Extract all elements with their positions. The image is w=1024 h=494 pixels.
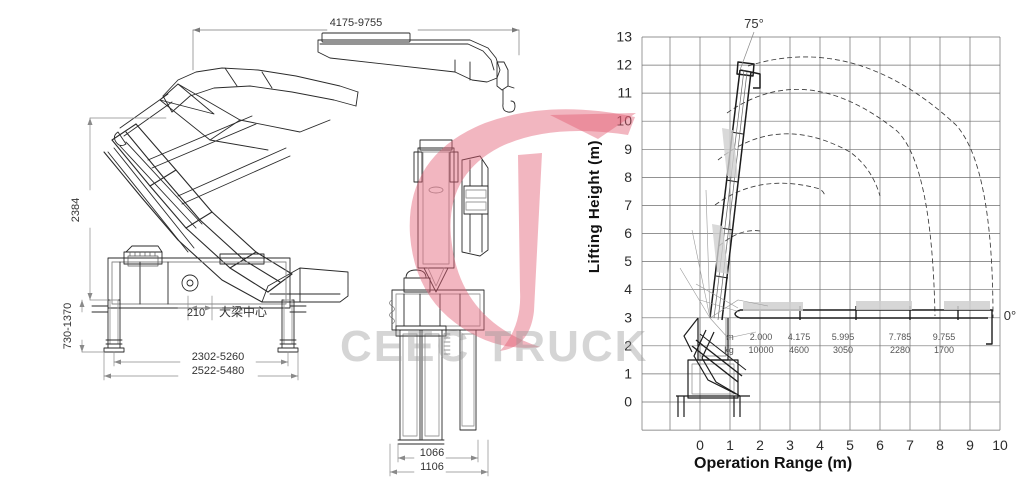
table-load-4: 1700 — [934, 345, 954, 355]
dim-outrigger-inner — [113, 351, 289, 367]
svg-text:12: 12 — [616, 57, 632, 73]
table-unit-kg: kg — [724, 345, 734, 355]
slew-gearbox-detail — [127, 251, 159, 267]
svg-text:6: 6 — [624, 225, 632, 241]
crane-base-assembly — [676, 317, 750, 417]
outrigger-legs — [103, 299, 299, 353]
dim-label-front-inner: 1066 — [420, 447, 444, 459]
hook-assembly — [496, 61, 516, 113]
svg-text:6: 6 — [876, 437, 884, 453]
svg-text:7: 7 — [624, 197, 632, 213]
svg-text:5: 5 — [846, 437, 854, 453]
curve-radius-5995 — [717, 133, 881, 197]
svg-text:8: 8 — [624, 169, 632, 185]
dim-label-center-note: 大梁中心 — [219, 304, 267, 319]
svg-text:2: 2 — [756, 437, 764, 453]
curve-radius-7785 — [726, 89, 936, 317]
svg-text:3: 3 — [786, 437, 794, 453]
table-radius-2: 5.995 — [832, 332, 855, 342]
svg-text:10: 10 — [616, 113, 632, 129]
dim-label-front-outer: 1106 — [420, 461, 444, 473]
table-radius-1: 4.175 — [788, 332, 811, 342]
svg-text:10: 10 — [992, 437, 1008, 453]
boom-at-75-degrees — [709, 61, 761, 321]
chart-y-ticks: 0 1 2 3 4 5 6 7 8 9 10 11 12 13 — [616, 29, 632, 410]
table-radius-3: 7.785 — [889, 332, 912, 342]
main-boom-body — [261, 267, 349, 303]
svg-text:5: 5 — [624, 253, 632, 269]
dim-label-outrigger-inner: 2302-5260 — [192, 351, 245, 363]
dim-label-outrigger-outer: 2522-5480 — [192, 365, 245, 377]
dim-front-outer — [389, 439, 489, 477]
svg-text:4: 4 — [624, 281, 632, 297]
chart-x-axis-title: Operation Range (m) — [694, 455, 853, 472]
dim-label-boom-reach: 4175-9755 — [330, 17, 383, 29]
outrigger-beams — [91, 305, 307, 313]
construction-lines — [679, 189, 769, 339]
chart-capacity-curves — [714, 56, 994, 319]
leader-line-75-degrees — [739, 31, 755, 71]
table-unit-m: m — [726, 332, 734, 342]
dim-outrigger-outer — [103, 351, 299, 381]
annotation-75-degrees: 75° — [744, 16, 764, 31]
svg-text:4: 4 — [816, 437, 824, 453]
boom-0-shaded-sections — [743, 301, 990, 311]
linkage-triangle — [159, 83, 331, 151]
boom-75-shaded-sections — [712, 128, 738, 274]
table-load-3: 2280 — [890, 345, 910, 355]
svg-text:2: 2 — [624, 337, 632, 353]
dim-label-center-offset: 210 — [187, 307, 205, 319]
dim-center-offset — [177, 295, 223, 321]
svg-text:13: 13 — [616, 29, 632, 45]
svg-text:11: 11 — [617, 85, 632, 101]
front-view-base — [389, 269, 485, 331]
folded-boom-stack — [103, 123, 293, 303]
svg-text:9: 9 — [966, 437, 974, 453]
svg-text:0: 0 — [696, 437, 704, 453]
table-radius-4: 9.755 — [933, 332, 956, 342]
svg-text:9: 9 — [624, 141, 632, 157]
annotation-0-degrees: 0° — [1004, 308, 1016, 323]
svg-text:1: 1 — [624, 365, 632, 381]
lifting-capacity-chart: 0 1 2 3 4 5 6 7 8 9 10 11 12 13 0 1 2 3 … — [616, 16, 1016, 453]
chart-y-axis-title: Lifting Height (m) — [586, 140, 603, 274]
svg-text:3: 3 — [624, 309, 632, 325]
dim-stack-height — [87, 117, 167, 301]
table-load-0: 10000 — [748, 345, 773, 355]
chart-x-ticks: 0 1 2 3 4 5 6 7 8 9 10 — [696, 437, 1008, 453]
curve-radius-9755 — [747, 56, 994, 319]
turret-base — [107, 245, 291, 309]
table-load-1: 4600 — [789, 345, 809, 355]
dim-ground-clearance — [79, 299, 105, 353]
front-view-column — [413, 139, 489, 293]
svg-text:7: 7 — [906, 437, 914, 453]
extension-boom-outline — [317, 32, 501, 83]
knuckle-boom-outline — [162, 67, 359, 113]
left-technical-drawing: 4175-9755 2384 730-1370 2302-5260 2522-5… — [62, 17, 520, 477]
curve-radius-2000 — [718, 230, 761, 247]
lift-cylinders — [107, 93, 291, 253]
chart-grid — [641, 36, 1001, 431]
dim-front-inner — [397, 439, 479, 463]
dim-label-stack-height: 2384 — [70, 198, 82, 222]
dim-label-ground-clearance: 730-1370 — [62, 303, 74, 350]
curve-radius-4175 — [714, 182, 826, 206]
front-view-lower-cylinders — [395, 325, 477, 445]
table-load-2: 3050 — [833, 345, 853, 355]
svg-text:8: 8 — [936, 437, 944, 453]
dim-boom-reach — [192, 27, 520, 71]
svg-text:0: 0 — [624, 394, 632, 410]
svg-text:1: 1 — [726, 437, 734, 453]
capacity-table: m 2.000 4.175 5.995 7.785 9.755 kg 10000… — [724, 332, 955, 355]
table-radius-0: 2.000 — [750, 332, 773, 342]
